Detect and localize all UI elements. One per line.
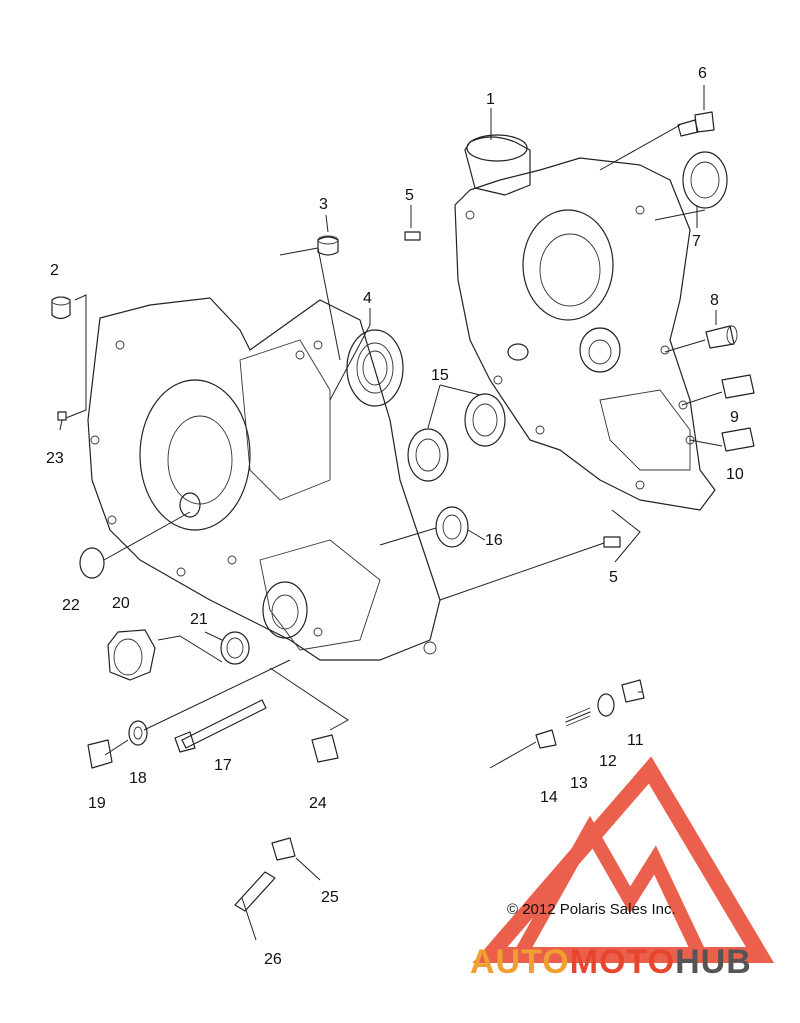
part-12-washer xyxy=(597,693,615,717)
part-7-seal xyxy=(682,151,728,209)
part-19-plug xyxy=(87,739,113,769)
callout-15: 15 xyxy=(431,367,449,384)
part-23-pin xyxy=(57,411,67,421)
callout-13: 13 xyxy=(570,775,588,792)
part-26-hose xyxy=(234,871,276,912)
callout-21: 21 xyxy=(190,611,208,628)
callout-6: 6 xyxy=(698,65,707,82)
callout-22: 22 xyxy=(62,597,80,614)
part-11-bolt xyxy=(621,679,645,703)
part-25-fitting xyxy=(271,837,296,861)
callout-19: 19 xyxy=(88,795,106,812)
callout-10: 10 xyxy=(726,466,744,483)
callout-12: 12 xyxy=(599,753,617,770)
watermark-moto: MOTO xyxy=(570,943,675,981)
callout-7: 7 xyxy=(692,233,701,250)
callout-26: 26 xyxy=(264,951,282,968)
part-15-bearing-b xyxy=(464,393,506,447)
watermark-hub: HUB xyxy=(675,943,752,981)
callout-3: 3 xyxy=(319,196,328,213)
part-15-bearing-a xyxy=(407,428,449,482)
part-9-fitting xyxy=(721,374,755,399)
watermark-auto: AUTO xyxy=(470,943,570,981)
part-21-bushing xyxy=(220,631,250,665)
part-5-pin-upper xyxy=(404,231,421,241)
watermark-logo xyxy=(472,756,775,963)
watermark-wordmark: AUTOMOTOHUB xyxy=(470,943,752,981)
part-8-sleeve xyxy=(705,325,738,349)
part-18-washer xyxy=(128,720,148,746)
callout-18: 18 xyxy=(129,770,147,787)
callout-11: 11 xyxy=(627,732,644,749)
part-24-nipple xyxy=(311,734,339,763)
callout-23: 23 xyxy=(46,450,64,467)
callout-1: 1 xyxy=(486,91,495,108)
callout-24: 24 xyxy=(309,795,327,812)
callout-labels: 1 2 3 4 5 5 6 7 8 9 10 11 12 13 14 15 16… xyxy=(46,65,744,968)
part-14-plunger xyxy=(535,729,557,749)
left-crankcase xyxy=(87,297,441,661)
callout-8: 8 xyxy=(710,292,719,309)
callout-9: 9 xyxy=(730,409,739,426)
part-10-fitting xyxy=(721,427,755,452)
right-crankcase xyxy=(454,134,716,511)
callout-16: 16 xyxy=(485,532,503,549)
callout-2: 2 xyxy=(50,262,59,279)
callout-4: 4 xyxy=(363,290,372,307)
svg-text:AUTOMOTOHUB: AUTOMOTOHUB xyxy=(470,943,752,981)
callout-14: 14 xyxy=(540,789,558,806)
part-13-spring xyxy=(565,707,591,727)
part-3-dowel xyxy=(317,235,339,256)
callout-5-upper: 5 xyxy=(405,187,414,204)
part-2-dowel xyxy=(51,296,71,320)
copyright-notice: © 2012 Polaris Sales Inc. xyxy=(507,901,676,918)
part-6-bolt xyxy=(677,111,715,137)
watermark-m-shape xyxy=(513,815,707,959)
part-16-bearing xyxy=(435,506,469,548)
leader-lines xyxy=(59,85,723,941)
callout-20: 20 xyxy=(112,595,130,612)
callout-25: 25 xyxy=(321,889,339,906)
part-17-bolt xyxy=(174,699,267,753)
part-22-plug xyxy=(79,547,105,579)
part-5-pin-lower xyxy=(603,536,621,548)
part-20-plug xyxy=(107,629,156,681)
callout-17: 17 xyxy=(214,757,232,774)
callout-5-lower: 5 xyxy=(609,569,618,586)
